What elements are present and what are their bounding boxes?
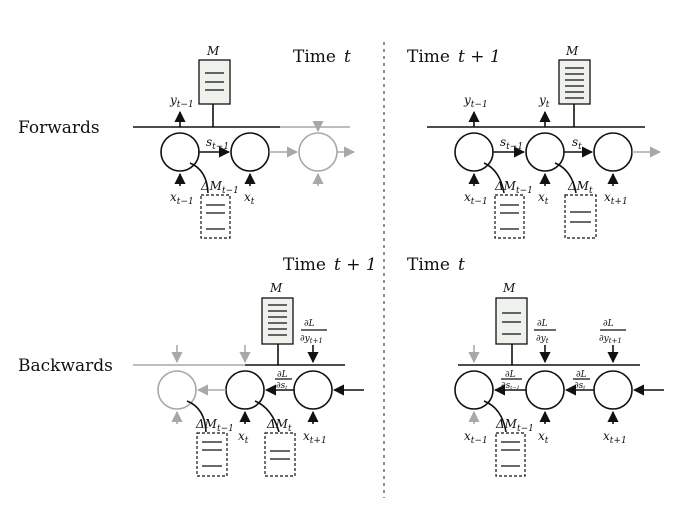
delta-m-prev-label: ΔMt−1 bbox=[195, 417, 234, 434]
delta-m-t-label: ΔMt bbox=[266, 417, 292, 434]
dy-next-label: ∂yt+1 bbox=[300, 334, 323, 345]
backwards-label: Backwards bbox=[18, 356, 113, 376]
memory-symbol: M bbox=[565, 44, 579, 58]
s-prev-label: st−1 bbox=[500, 135, 523, 152]
rnn-cell-prev bbox=[157, 370, 197, 410]
dl-label: ∂L bbox=[603, 319, 614, 329]
memory-symbol: M bbox=[269, 281, 283, 295]
delta-m-prev-label: ΔMt−1 bbox=[200, 179, 239, 196]
rnn-cell-future bbox=[298, 132, 338, 172]
delta-memory-block bbox=[494, 194, 525, 239]
memory-block bbox=[495, 297, 528, 345]
dl-label: ∂L bbox=[576, 370, 587, 380]
y-prev-label: yt−1 bbox=[169, 93, 194, 110]
y-prev-label: yt−1 bbox=[463, 93, 488, 110]
x-prev-label: xt−1 bbox=[170, 190, 194, 207]
x-next-label: xt+1 bbox=[603, 429, 627, 446]
x-t-label: xt bbox=[244, 190, 255, 207]
dl-label: ∂L bbox=[537, 319, 548, 329]
dl-label: ∂L bbox=[304, 319, 315, 329]
x-t-label: xt bbox=[538, 429, 549, 446]
s-t-label: st bbox=[572, 135, 582, 152]
x-prev-label: xt−1 bbox=[464, 190, 488, 207]
memory-symbol: M bbox=[502, 281, 516, 295]
delta-memory-block bbox=[264, 432, 296, 477]
dy-next-label: ∂yt+1 bbox=[599, 334, 622, 345]
panel-forward-t: M yt−1 st−1 xt−1 xt ΔMt−1 bbox=[133, 44, 356, 239]
delta-memory-block bbox=[564, 194, 597, 239]
y-t-label: yt bbox=[538, 93, 550, 110]
delta-memory-block bbox=[196, 432, 228, 477]
rnn-cell-prev bbox=[454, 370, 494, 410]
ds-t-label: ∂st bbox=[574, 381, 586, 391]
x-t-label: xt bbox=[538, 190, 549, 207]
rnn-cell-next bbox=[293, 370, 333, 410]
delta-m-prev-label: ΔMt−1 bbox=[494, 179, 533, 196]
forwards-label: Forwards bbox=[18, 118, 100, 138]
delta-memory-block bbox=[200, 194, 231, 239]
ds-prev-label: ∂st−1 bbox=[501, 381, 520, 391]
rnn-cell-next bbox=[593, 370, 633, 410]
rnn-cell-t bbox=[525, 370, 565, 410]
ds-t-label: ∂st bbox=[276, 381, 288, 391]
x-next-label: xt+1 bbox=[604, 190, 628, 207]
memory-block bbox=[558, 59, 591, 105]
dl-label: ∂L bbox=[505, 370, 516, 380]
x-t-label: xt bbox=[238, 429, 249, 446]
memory-block bbox=[261, 297, 294, 345]
dl-label: ∂L bbox=[277, 370, 288, 380]
s-prev-label: st−1 bbox=[206, 135, 229, 152]
delta-memory-block bbox=[495, 432, 526, 477]
delta-m-prev-label: ΔMt−1 bbox=[495, 417, 534, 434]
dy-t-label: ∂yt bbox=[536, 334, 549, 345]
panel-backward-t: M ∂L ∂yt ∂L ∂yt+1 ∂L ∂st−1 ∂L ∂st xt−1 x… bbox=[454, 281, 664, 477]
panel-backward-t-plus-1: M ∂L ∂yt+1 ∂L ∂st xt xt+1 ΔMt−1 ΔMt bbox=[133, 281, 364, 477]
x-prev-label: xt−1 bbox=[464, 429, 488, 446]
delta-m-t-label: ΔMt bbox=[567, 179, 593, 196]
rnn-cell-t bbox=[230, 132, 270, 172]
memory-symbol: M bbox=[206, 44, 220, 58]
x-next-label: xt+1 bbox=[303, 429, 327, 446]
rnn-cell-next bbox=[593, 132, 633, 172]
panel-forward-t-plus-1: M yt−1 yt st−1 st xt−1 xt xt+1 ΔMt−1 ΔMt bbox=[427, 44, 662, 239]
